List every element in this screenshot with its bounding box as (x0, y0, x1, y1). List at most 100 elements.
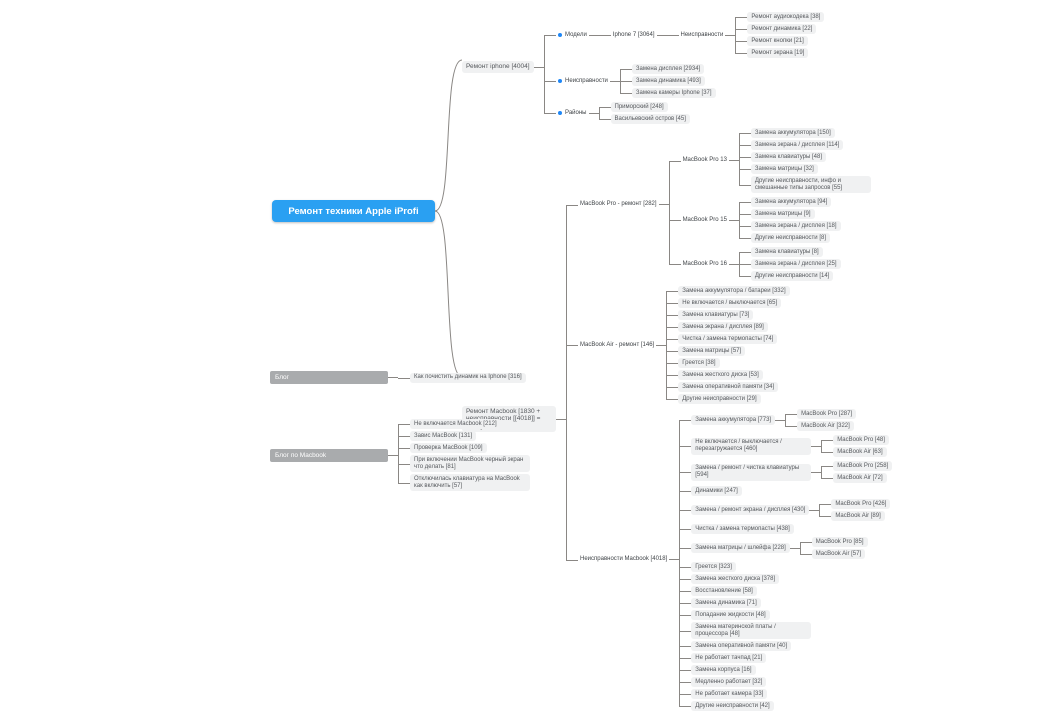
mindmap-node-label: Замена аккумулятора [773] (695, 416, 772, 423)
mindmap-node[interactable]: Замена аккумулятора / батареи [332] (678, 286, 790, 296)
mindmap-node[interactable]: MacBook Air [72] (833, 473, 887, 483)
mindmap-node[interactable]: Не работает камера [33] (691, 689, 768, 699)
mindmap-node[interactable]: Другие неисправности [42] (691, 701, 774, 711)
mindmap-node[interactable]: Ремонт экрана [19] (747, 48, 809, 58)
mindmap-node[interactable]: При включении MacBook черный экран что д… (410, 455, 530, 472)
mindmap-node[interactable]: Как почистить динамик на Iphone [316] (410, 372, 526, 383)
mindmap-node[interactable]: Районы (556, 109, 589, 118)
mindmap-node[interactable]: Греется [323] (691, 562, 736, 572)
mindmap-node[interactable]: Замена оперативной памяти [40] (691, 641, 792, 651)
mindmap-node[interactable]: Замена оперативной памяти [34] (678, 382, 779, 392)
mindmap-node[interactable]: Греется [38] (678, 358, 720, 368)
mindmap-node[interactable]: Замена экрана / дисплея [18] (750, 221, 841, 231)
mindmap-node[interactable]: Замена экрана / дисплея [89] (678, 322, 768, 332)
mindmap-node[interactable]: Замена камеры Iphone [37] (631, 88, 716, 98)
mindmap-node[interactable]: Замена жесткого диска [378] (691, 574, 780, 584)
mindmap-node[interactable]: Другие неисправности, инфо и смешанные т… (750, 176, 871, 193)
floating-topic-blog-macbook: Блог по Macbook Не включается Macbook [21… (270, 418, 530, 492)
mindmap-node[interactable]: Другие неисправности [29] (678, 394, 761, 404)
mindmap-node-label: При включении MacBook черный экран что д… (414, 456, 524, 470)
mindmap-node[interactable]: Попадание жидкости [48] (691, 610, 770, 620)
mindmap-node[interactable]: Не включается Macbook [212] (410, 419, 501, 429)
mindmap-node[interactable]: Замена динамика [493] (631, 76, 705, 86)
mindmap-node[interactable]: Неисправности Macbook [4018] (578, 555, 669, 564)
mindmap-node[interactable]: Завис MacBook [131] (410, 431, 477, 441)
mindmap-node[interactable]: Чистка / замена термопасты [438] (691, 524, 794, 534)
mindmap-node[interactable]: Модели (556, 31, 589, 40)
mindmap-node[interactable]: Замена / ремонт экрана / дисплея [430] (691, 505, 810, 515)
mindmap-node[interactable]: Замена динамика [71] (691, 598, 761, 608)
mindmap-node[interactable]: MacBook Pro 16 (681, 260, 729, 269)
mindmap-node[interactable]: MacBook Air - ремонт [146] (578, 341, 656, 350)
mindmap-node[interactable]: MacBook Pro - ремонт [282] (578, 200, 659, 209)
mindmap-node-label: Другие неисправности, инфо и смешанные т… (754, 177, 843, 191)
mindmap-node[interactable]: Замена аккумулятора [773] (691, 415, 776, 425)
mindmap-node[interactable]: Динамики [247] (691, 486, 742, 496)
mindmap-node[interactable]: Блог (270, 371, 388, 384)
mindmap-node[interactable]: MacBook Pro [85] (811, 537, 868, 547)
mindmap-node-label: MacBook Pro [48] (837, 436, 885, 443)
mindmap-node[interactable]: MacBook Pro [48] (833, 435, 889, 445)
mindmap-node[interactable]: Медленно работает [32] (691, 677, 767, 687)
mindmap-node[interactable]: Не работает тачпад [21] (691, 653, 767, 663)
mindmap-node[interactable]: MacBook Pro [426] (831, 499, 891, 509)
mindmap-node[interactable]: Другие неисправности [14] (750, 271, 834, 281)
mindmap-node-label: MacBook Pro 13 (682, 157, 727, 163)
mindmap-node[interactable]: Замена клавиатуры [73] (678, 310, 754, 320)
mindmap-node[interactable]: Васильевский остров [45] (610, 114, 690, 124)
mindmap-node[interactable]: MacBook Air [63] (833, 447, 887, 457)
mindmap-node[interactable]: Другие неисправности [8] (750, 233, 830, 243)
branch-connector (656, 34, 667, 36)
mindmap-node[interactable]: Замена материнской платы / процессора [4… (691, 622, 812, 639)
branch-connector (556, 418, 566, 420)
mindmap-node[interactable]: MacBook Pro 15 (681, 216, 729, 225)
mindmap-node-label: MacBook Air [89] (835, 512, 881, 519)
mindmap-node-label: Отключилась клавиатура на MacBook как вк… (414, 475, 520, 489)
mindmap-node[interactable]: Замена / ремонт / чистка клавиатуры [594… (691, 463, 812, 481)
mindmap-node[interactable]: Ремонт аудиокодека [38] (747, 12, 825, 22)
mindmap-node-label: Ремонт экрана [19] (751, 49, 805, 56)
mindmap-node[interactable]: Блог по Macbook (270, 448, 388, 462)
branch-connector (388, 377, 398, 378)
mindmap-node-label: Другие неисправности [14] (754, 272, 830, 279)
root-topic[interactable]: Ремонт техники Apple iProfi (272, 200, 435, 222)
mindmap-node[interactable]: Проверка MacBook [109] (410, 443, 487, 453)
mindmap-node[interactable]: MacBook Air [322] (797, 421, 854, 431)
mindmap-node[interactable]: Замена экрана / дисплея [114] (750, 140, 844, 150)
mindmap-node-label: Замена оперативной памяти [34] (682, 383, 775, 390)
mindmap-node[interactable]: Замена матрицы [9] (750, 209, 815, 219)
mindmap-node[interactable]: Замена клавиатуры [48] (750, 152, 827, 162)
mindmap-node[interactable]: Восстановление [58] (691, 586, 757, 596)
mindmap-node[interactable]: Замена матрицы / шлейфа [228] (691, 543, 790, 553)
mindmap-node-label: Замена оперативной памяти [40] (695, 642, 788, 649)
mindmap-node[interactable]: MacBook Air [89] (831, 511, 885, 521)
mindmap-node[interactable]: Не включается / выключается [65] (678, 298, 782, 308)
mindmap-node[interactable]: Замена аккумулятора [94] (750, 197, 832, 207)
mindmap-node[interactable]: Ремонт кнопки [21] (747, 36, 808, 46)
mindmap-node-label: Модели (565, 31, 587, 38)
mindmap-node[interactable]: Приморский [248] (610, 102, 668, 112)
mindmap-node[interactable]: Неисправности (556, 77, 610, 86)
mindmap-node[interactable]: Замена матрицы [57] (678, 346, 746, 356)
mindmap-node[interactable]: Замена экрана / дисплея [25] (750, 259, 841, 269)
mindmap-node[interactable]: MacBook Air [57] (811, 549, 866, 559)
mindmap-node[interactable]: MacBook Pro [258] (833, 461, 893, 471)
mindmap-node[interactable]: Замена матрицы [32] (750, 164, 818, 174)
mindmap-node-label: Попадание жидкости [48] (695, 611, 766, 618)
mindmap-node[interactable]: Отключилась клавиатура на MacBook как вк… (410, 474, 530, 491)
mindmap-node[interactable]: Ремонт динамика [22] (747, 24, 817, 34)
mindmap-node[interactable]: Не включается / выключается / перезагруж… (691, 437, 812, 455)
mindmap-node[interactable]: MacBook Pro 13 (681, 156, 729, 165)
floating-topic-blog: Блог Как почистить динамик на Iphone [316… (270, 371, 526, 384)
mindmap-node[interactable]: Замена корпуса [16] (691, 665, 756, 675)
mindmap-node[interactable]: MacBook Pro [287] (797, 409, 857, 419)
mindmap-node[interactable]: Iphone 7 [3064] (611, 31, 657, 40)
mindmap-node[interactable]: Неисправности (679, 31, 726, 40)
mindmap-node[interactable]: Замена клавиатуры [8] (750, 247, 823, 257)
mindmap-node[interactable]: Ремонт iphone [4004] (462, 61, 534, 73)
mindmap-node[interactable]: Замена дисплея [2934] (631, 64, 705, 74)
mindmap-node[interactable]: Замена жесткого диска [53] (678, 370, 763, 380)
mindmap-node[interactable]: Замена аккумулятора [150] (750, 128, 835, 138)
mindmap-node[interactable]: Чистка / замена термопасты [74] (678, 334, 778, 344)
